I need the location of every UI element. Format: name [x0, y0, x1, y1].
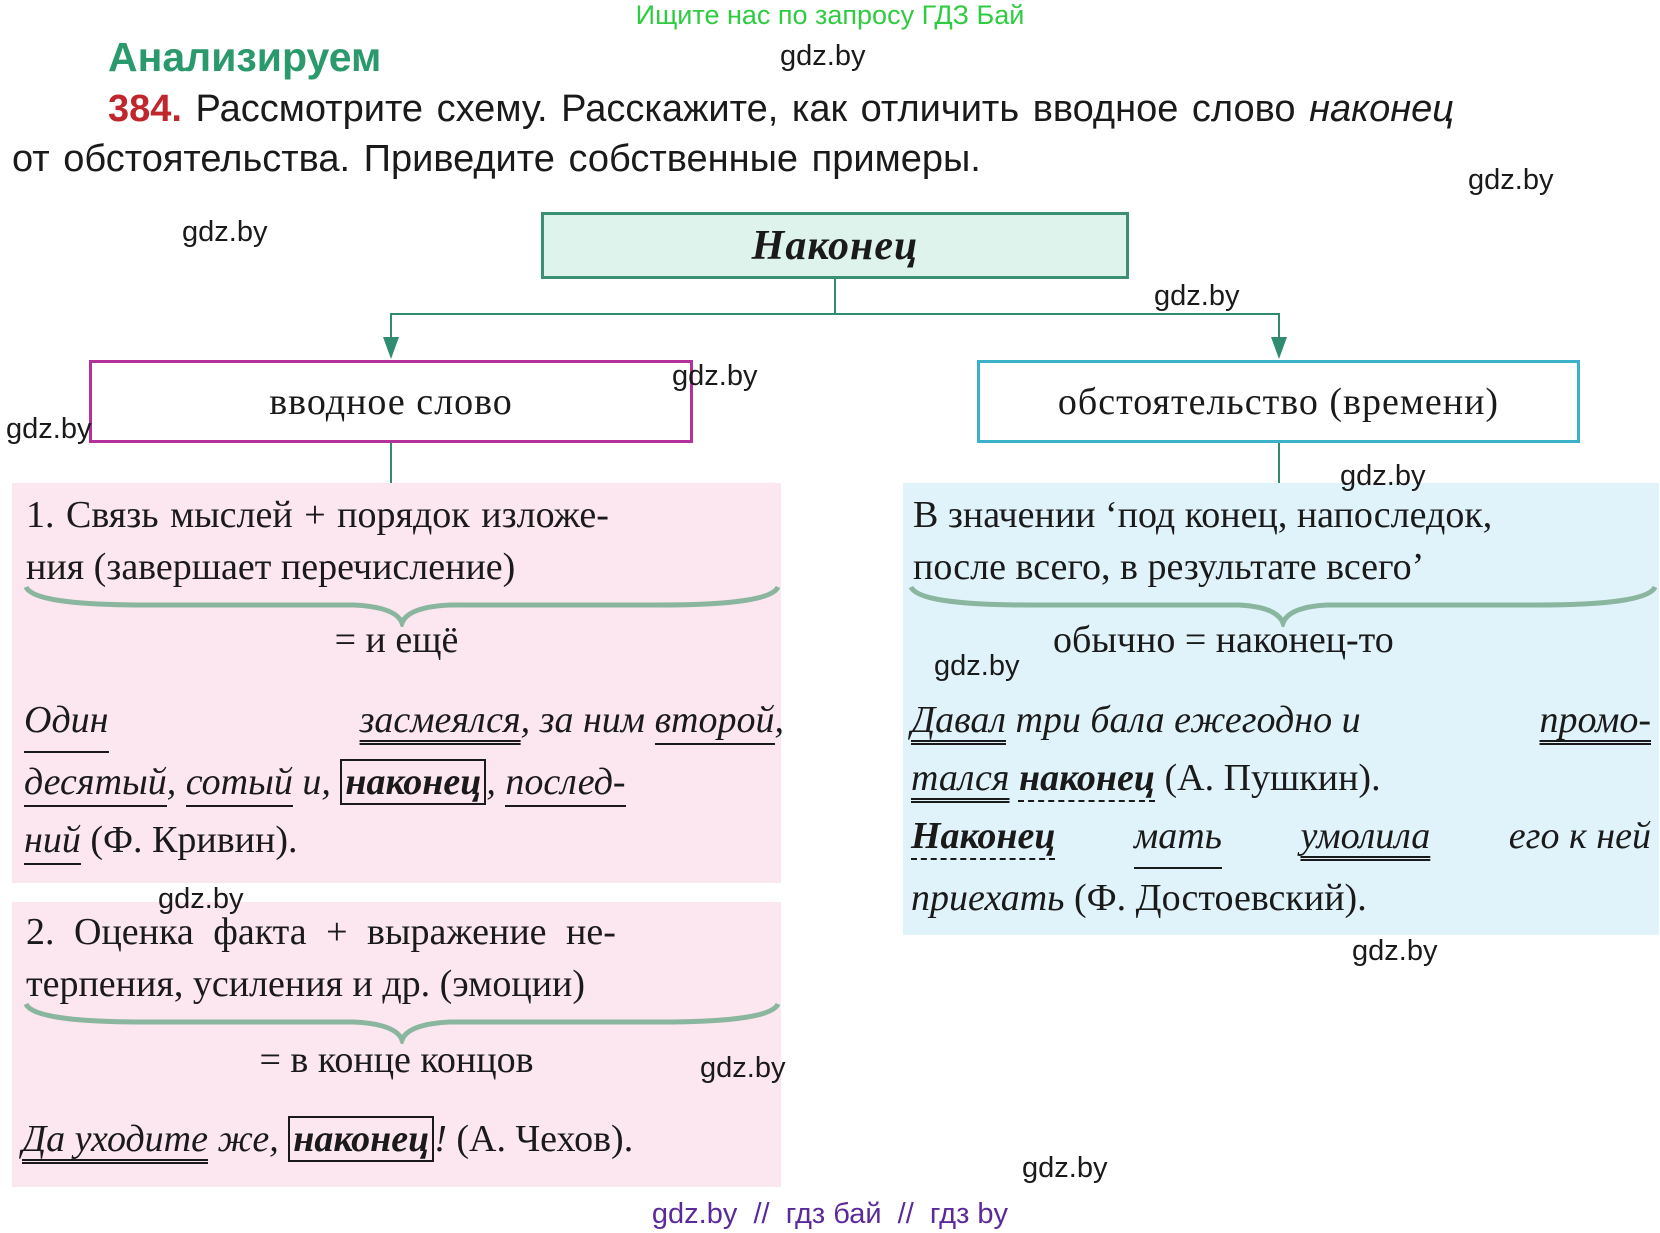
curly-brace-icon	[24, 1002, 780, 1044]
subject-word: сотый	[185, 761, 293, 807]
subject-word: десятый	[24, 761, 167, 807]
author-attribution: (Ф. Достоевский).	[1064, 877, 1367, 919]
meaning-1-line-2: ния (завершает перечисление)	[26, 546, 516, 588]
meaning-2-line-1: 2. Оценка факта + выражение не-	[26, 911, 616, 953]
plain-text: ,	[486, 761, 506, 803]
watermark: gdz.by	[672, 360, 758, 392]
adverbial-word: Наконец	[911, 815, 1056, 857]
intro-word-box: вводное слово	[89, 360, 693, 443]
watermark: gdz.by	[934, 650, 1020, 682]
intro-word-label: вводное слово	[269, 380, 513, 423]
example-chekhov: Да уходите же, наконец! (А. Чехов).	[22, 1110, 633, 1168]
curly-brace-icon	[909, 585, 1657, 627]
task-text: 384. Рассмотрите схему. Расскажите, как …	[12, 84, 1654, 184]
plain-text: ,	[166, 761, 186, 803]
root-concept-box: Наконец	[541, 212, 1129, 279]
boxed-intro-word: наконец	[288, 1116, 435, 1162]
task-line-1: Рассмотрите схему. Расскажите, как отлич…	[195, 88, 1296, 130]
plain-text: ,	[774, 699, 785, 741]
arrow-down-icon	[383, 337, 399, 359]
connector-right-down	[1278, 313, 1280, 343]
search-banner: Ищите нас по запросу ГДЗ Бай	[635, 0, 1025, 30]
arrow-down-icon	[1271, 337, 1287, 359]
watermark: gdz.by	[700, 1052, 786, 1084]
predicate-word: засмеялся	[359, 699, 521, 741]
task-number: 384.	[108, 88, 182, 130]
adverbial-meaning-line-1: В значении ‘под конец, напоследок,	[913, 494, 1493, 536]
adverbial-equals: обычно = наконец-то	[1053, 619, 1394, 661]
plain-text: три бала ежегодно и	[1005, 699, 1371, 741]
connector-right-panel	[1278, 443, 1280, 483]
author-attribution: (А. Пушкин).	[1155, 757, 1381, 799]
subject-word: второй	[654, 699, 775, 745]
root-concept-label: Наконец	[751, 222, 919, 269]
watermark: gdz.by	[780, 40, 866, 72]
example-pushkin-dostoevsky: Давал три бала ежегодно и промо- тался н…	[911, 691, 1651, 927]
meaning-1-line-1: 1. Связь мыслей + порядок изложе-	[26, 494, 609, 536]
subject-word: послед-	[505, 761, 626, 807]
meaning-1-equals: = и ещё	[334, 619, 459, 661]
connector-root-down	[834, 279, 836, 315]
watermark: gdz.by	[158, 883, 244, 915]
author-attribution: (А. Чехов).	[446, 1118, 634, 1160]
subject-word: Один	[24, 691, 109, 753]
author-attribution: (Ф. Кривин).	[80, 819, 298, 861]
plain-text: приехать	[911, 877, 1065, 919]
adverbial-box: обстоятельство (времени)	[977, 360, 1580, 443]
meaning-2-line-2: терпения, усиления и др. (эмоции)	[26, 963, 586, 1005]
watermark: gdz.by	[6, 413, 92, 445]
curly-brace-icon	[24, 585, 780, 627]
predicate-word: промо-	[1539, 699, 1651, 741]
task-italic-word: наконец	[1309, 88, 1455, 130]
adverbial-meaning-line-2: после всего, в результате всего’	[913, 546, 1425, 588]
intro-meaning-panel-1: 1. Связь мыслей + порядок изложе- ния (з…	[12, 483, 784, 883]
predicate-word: умолила	[1300, 815, 1431, 857]
watermark: gdz.by	[1154, 280, 1240, 312]
plain-text: , за ним	[520, 699, 655, 741]
task-line-2: от обстоятельства. Приведите собственные…	[12, 138, 981, 180]
footer-watermark: gdz.by // гдз бай // гдз by	[651, 1198, 1009, 1230]
connector-left-down	[390, 313, 392, 343]
predicate-word: Да уходите	[22, 1118, 208, 1160]
predicate-word: Давал	[911, 699, 1006, 741]
plain-text: же,	[208, 1118, 289, 1160]
subject-word: ний	[24, 819, 81, 865]
adverbial-meaning-panel: В значении ‘под конец, напоследок, после…	[903, 483, 1659, 935]
plain-text: !	[434, 1118, 447, 1160]
watermark: gdz.by	[182, 216, 268, 248]
watermark: gdz.by	[1022, 1152, 1108, 1184]
watermark: gdz.by	[1352, 935, 1438, 967]
watermark: gdz.by	[1340, 460, 1426, 492]
adverbial-label: обстоятельство (времени)	[1057, 380, 1500, 423]
plain-text: и,	[292, 761, 341, 803]
predicate-word: тался	[911, 757, 1010, 799]
intro-meaning-panel-2: 2. Оценка факта + выражение не- терпения…	[12, 902, 781, 1187]
plain-text: его к ней	[1508, 815, 1651, 857]
subject-word: мать	[1133, 807, 1222, 869]
section-title: Анализируем	[108, 34, 382, 80]
connector-horizontal	[390, 313, 1280, 315]
boxed-intro-word: наконец	[340, 759, 487, 805]
connector-left-panel	[390, 443, 392, 483]
meaning-2-equals: = в конце концов	[259, 1039, 534, 1081]
example-krivin: Один засмеялся, за ним второй, десятый, …	[24, 691, 784, 869]
adverbial-word: наконец	[1018, 757, 1155, 799]
watermark: gdz.by	[1468, 164, 1554, 196]
